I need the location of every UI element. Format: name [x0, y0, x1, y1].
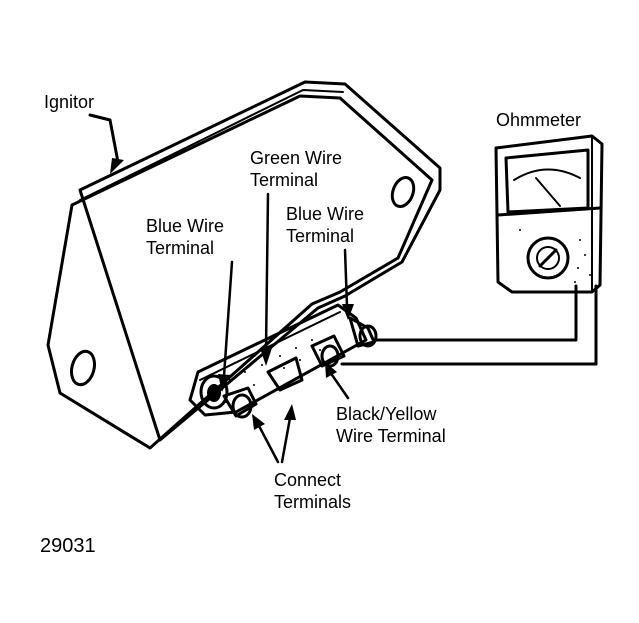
ignitor-label: Ignitor: [44, 92, 94, 112]
ohmmeter: [494, 134, 604, 294]
ignitor-body: [46, 80, 442, 450]
ohmmeter-leads: [340, 284, 598, 366]
leader-lines: [88, 113, 354, 464]
black-yellow-label-line2: Wire Terminal: [336, 426, 446, 446]
blue-wire-right-label-line2: Terminal: [286, 226, 354, 246]
black-yellow-label-line1: Black/Yellow: [336, 404, 437, 424]
labels: Ignitor Green Wire Terminal Blue Wire Te…: [40, 92, 581, 557]
blue-wire-terminal-right: [348, 316, 378, 348]
green-wire-terminal: [266, 356, 304, 392]
green-wire-label-line1: Green Wire: [250, 148, 342, 168]
blue-wire-left-label-line1: Blue Wire: [146, 216, 224, 236]
blue-wire-terminal-left: [199, 374, 258, 419]
connect-terminals-label-line1: Connect: [274, 470, 341, 490]
black-yellow-wire-terminal: [310, 334, 346, 368]
figure-number: 29031: [40, 535, 96, 557]
blue-wire-right-label-line1: Blue Wire: [286, 204, 364, 224]
green-wire-label-line2: Terminal: [250, 170, 318, 190]
blue-wire-left-label-line2: Terminal: [146, 238, 214, 258]
ohmmeter-label: Ohmmeter: [496, 110, 581, 130]
connect-terminals-label-line2: Terminals: [274, 492, 351, 512]
